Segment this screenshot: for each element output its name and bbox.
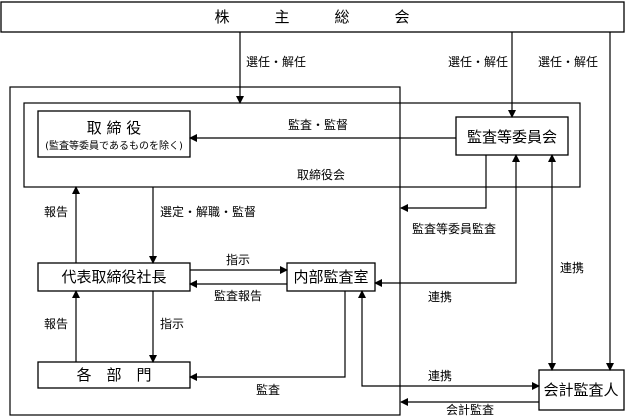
edge-elect-right-label: 選任・解任 — [538, 55, 598, 69]
directors-label: 取 締 役 — [87, 119, 142, 137]
internal-audit-node: 内部監査室 — [286, 262, 376, 292]
board-frame — [23, 102, 581, 188]
audit-committee-node: 監査等委員会 — [455, 116, 569, 156]
internal-audit-label: 内部監査室 — [293, 268, 368, 286]
shareholders-meeting-node: 株 主 総 会 — [0, 1, 625, 33]
edge-elect-left-label: 選任・解任 — [246, 55, 306, 69]
president-node: 代表取締役社長 — [37, 262, 191, 292]
edge-audit-report-label: 監査報告 — [214, 288, 262, 303]
board-label: 取締役会 — [297, 167, 345, 182]
edge-coordinate-right — [374, 154, 520, 287]
edge-select-dismiss-label: 選定・解職・監督 — [160, 204, 256, 219]
accounting-auditor-node: 会計監査人 — [538, 369, 625, 411]
edge-instruct-upper-label: 指示 — [226, 252, 250, 267]
president-label: 代表取締役社長 — [61, 268, 166, 286]
edge-committee-audit — [400, 155, 487, 212]
edge-report-upper-label: 報告 — [44, 205, 68, 219]
edge-coordinate-mid-label: 連携 — [560, 260, 584, 275]
departments-label: 各 部 門 — [76, 366, 151, 384]
edge-audit — [189, 291, 346, 381]
edge-instruct-lower-label: 指示 — [160, 316, 184, 331]
accounting-auditor-label: 会計監査人 — [543, 381, 618, 399]
shareholders-meeting-label: 株 主 総 会 — [214, 8, 409, 26]
edge-coordinate-bottom — [358, 290, 540, 390]
edge-committee-audit-label: 監査等委員監査 — [412, 221, 496, 236]
edge-elect-mid-label: 選任・解任 — [448, 55, 508, 69]
edge-accounting-audit-label: 会計監査 — [446, 402, 494, 417]
edge-coordinate-right-label: 連携 — [428, 289, 452, 304]
edge-report-lower-label: 報告 — [44, 317, 68, 331]
edge-audit-label: 監査 — [256, 382, 280, 397]
edge-audit-supervise-label: 監査・監督 — [288, 117, 348, 132]
edge-coordinate-bottom-label: 連携 — [428, 368, 452, 383]
departments-node: 各 部 門 — [37, 361, 191, 389]
directors-node: 取 締 役 (監査等委員であるものを除く) — [37, 110, 191, 158]
directors-note: (監査等委員であるものを除く) — [45, 139, 183, 152]
audit-committee-label: 監査等委員会 — [467, 128, 557, 146]
